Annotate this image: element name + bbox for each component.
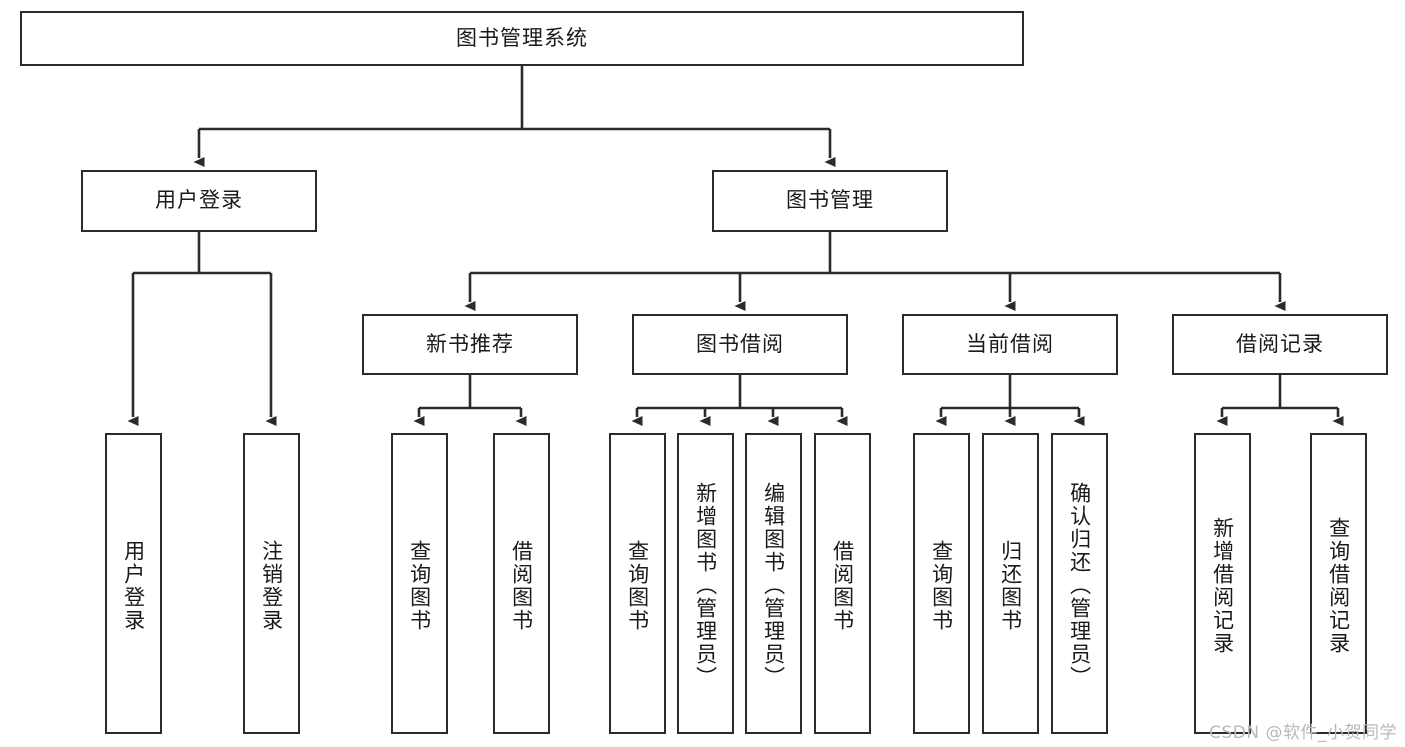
node-leaf-current-return-label: 归还图书	[998, 539, 1023, 632]
node-leaf-newbook-borrow-label: 借阅图书	[509, 539, 534, 632]
node-leaf-record-add[interactable]: 新增借阅记录	[1194, 433, 1251, 734]
node-leaf-record-query-label: 查询借阅记录	[1326, 516, 1351, 655]
node-leaf-borrow-query[interactable]: 查询图书	[609, 433, 666, 734]
node-root-system-label: 图书管理系统	[456, 25, 588, 50]
node-leaf-current-confirm-label: 确认归还（管理员）	[1067, 482, 1092, 689]
node-current-borrow[interactable]: 当前借阅	[902, 314, 1118, 375]
node-book-borrow-label: 图书借阅	[696, 331, 784, 356]
node-leaf-current-confirm[interactable]: 确认归还（管理员）	[1051, 433, 1108, 734]
node-leaf-user-login-label: 用户登录	[121, 539, 146, 632]
node-leaf-current-return[interactable]: 归还图书	[982, 433, 1039, 734]
node-book-management[interactable]: 图书管理	[712, 170, 948, 232]
node-leaf-current-query[interactable]: 查询图书	[913, 433, 970, 734]
node-leaf-newbook-query-label: 查询图书	[407, 539, 432, 632]
node-leaf-borrow-edit[interactable]: 编辑图书（管理员）	[745, 433, 802, 734]
node-borrow-record[interactable]: 借阅记录	[1172, 314, 1388, 375]
node-leaf-record-query[interactable]: 查询借阅记录	[1310, 433, 1367, 734]
node-current-borrow-label: 当前借阅	[966, 331, 1054, 356]
node-new-book-recommend-label: 新书推荐	[426, 331, 514, 356]
node-leaf-record-add-label: 新增借阅记录	[1210, 516, 1235, 655]
node-leaf-borrow-query-label: 查询图书	[625, 539, 650, 632]
node-book-borrow[interactable]: 图书借阅	[632, 314, 848, 375]
node-leaf-borrow-edit-label: 编辑图书（管理员）	[761, 482, 786, 689]
node-user-login-label: 用户登录	[155, 188, 243, 213]
node-leaf-current-query-label: 查询图书	[929, 539, 954, 632]
node-root-system[interactable]: 图书管理系统	[20, 11, 1024, 66]
node-leaf-newbook-borrow[interactable]: 借阅图书	[493, 433, 550, 734]
node-borrow-record-label: 借阅记录	[1236, 331, 1324, 356]
watermark-text: CSDN @软件_小贺同学	[1209, 723, 1397, 743]
node-leaf-user-login[interactable]: 用户登录	[105, 433, 162, 734]
node-leaf-logout[interactable]: 注销登录	[243, 433, 300, 734]
node-leaf-borrow-do-label: 借阅图书	[830, 539, 855, 632]
node-new-book-recommend[interactable]: 新书推荐	[362, 314, 578, 375]
node-leaf-borrow-add[interactable]: 新增图书（管理员）	[677, 433, 734, 734]
node-leaf-newbook-query[interactable]: 查询图书	[391, 433, 448, 734]
node-leaf-borrow-do[interactable]: 借阅图书	[814, 433, 871, 734]
node-leaf-logout-label: 注销登录	[259, 539, 284, 632]
node-user-login[interactable]: 用户登录	[81, 170, 317, 232]
node-book-management-label: 图书管理	[786, 188, 874, 213]
node-leaf-borrow-add-label: 新增图书（管理员）	[693, 482, 718, 689]
